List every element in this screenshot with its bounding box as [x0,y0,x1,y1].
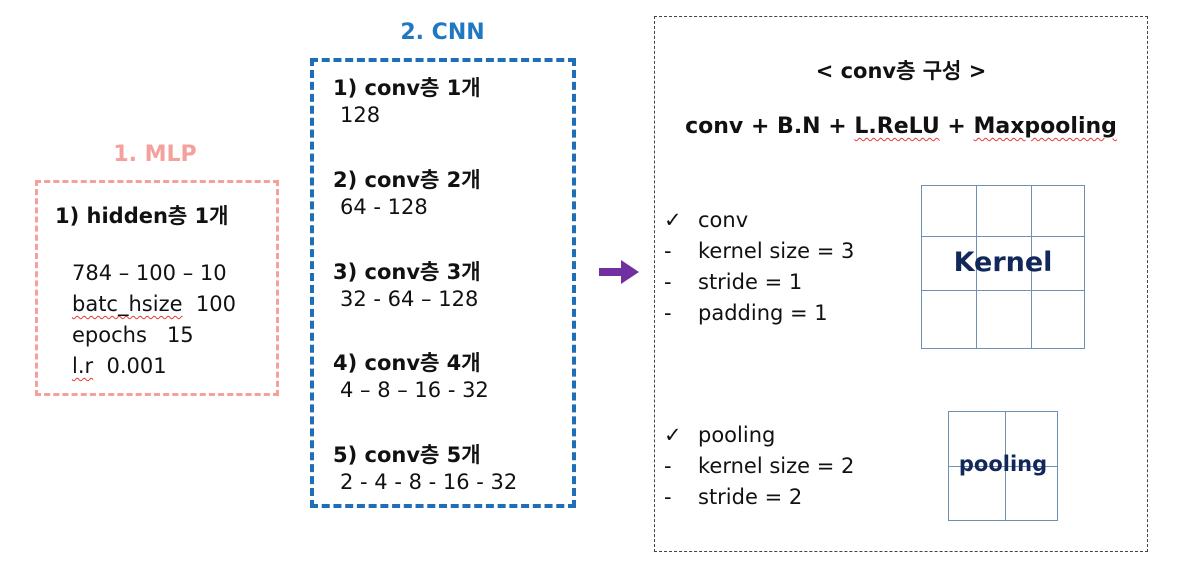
formula-maxpooling: Maxpooling [973,114,1117,139]
batch-size-key: batc_hsize [72,292,183,316]
conv-dash-bullet: - [664,239,672,263]
cnn-item-5-value: 2 - 4 - 8 - 16 - 32 [340,470,518,494]
formula-plus-3: + [947,114,966,139]
pool-dash-bullet: - [664,454,672,478]
cnn-item-1-value: 128 [340,103,381,127]
kernel-grid: Kernel [921,185,1085,349]
grid-line [976,186,977,348]
epochs-value: 15 [166,323,194,347]
conv-dash-bullet: - [664,301,672,325]
right-arrow-icon [599,260,639,284]
mlp-epochs: epochs 15 [72,323,194,347]
grid-line [1031,186,1032,348]
pool-list-item: kernel size = 2 [698,454,855,478]
grid-line [922,236,1084,237]
mlp-batch-size: batc_hsize 100 [72,292,236,316]
kernel-label: Kernel [953,247,1053,278]
cnn-item-2-value: 64 - 128 [340,195,428,219]
mlp-title: 1. MLP [113,142,197,167]
pooling-grid: pooling [948,411,1058,521]
lr-value: 0.001 [106,354,167,378]
pooling-label: pooling [958,452,1048,476]
pool-list-item: pooling [698,423,776,447]
cnn-item-4-value: 4 – 8 – 16 - 32 [340,378,489,402]
pool-dash-bullet: - [664,485,672,509]
cnn-item-2-heading: 2) conv층 2개 [333,168,481,192]
mlp-learning-rate: l.r 0.001 [72,354,167,378]
mlp-layers: 784 – 100 – 10 [72,261,227,285]
pool-check-icon: ✓ [664,423,682,447]
conv-dash-bullet: - [664,270,672,294]
conv-list-item: stride = 1 [698,270,803,294]
conv-config-box [654,16,1148,552]
mlp-heading: 1) hidden층 1개 [55,204,229,228]
lr-key: l.r [72,354,94,378]
conv-check-icon: ✓ [664,208,682,232]
conv-formula: conv + B.N + L.ReLU + Maxpooling [654,114,1148,139]
formula-conv: conv [685,114,744,139]
grid-line [949,466,1057,467]
pool-list-item: stride = 2 [698,485,803,509]
cnn-item-3-heading: 3) conv층 3개 [333,260,481,284]
cnn-title: 2. CNN [400,20,485,45]
cnn-item-1-heading: 1) conv층 1개 [333,76,481,100]
conv-list-item: conv [698,208,749,232]
cnn-item-3-value: 32 - 64 – 128 [340,287,479,311]
formula-plus-2: + [828,114,847,139]
conv-list-item: kernel size = 3 [698,239,855,263]
formula-plus-1: + [750,114,770,139]
epochs-key: epochs [72,323,147,347]
conv-config-title: < conv층 구성 > [815,59,987,83]
batch-size-value: 100 [195,292,236,316]
cnn-item-5-heading: 5) conv층 5개 [333,443,481,467]
conv-list-item: padding = 1 [698,301,828,325]
cnn-item-4-heading: 4) conv층 4개 [333,351,481,375]
formula-lrelu: L.ReLU [854,114,940,139]
formula-bn: B.N [777,114,821,139]
cnn-box [310,58,576,508]
mlp-box [35,180,279,396]
grid-line [922,290,1084,291]
